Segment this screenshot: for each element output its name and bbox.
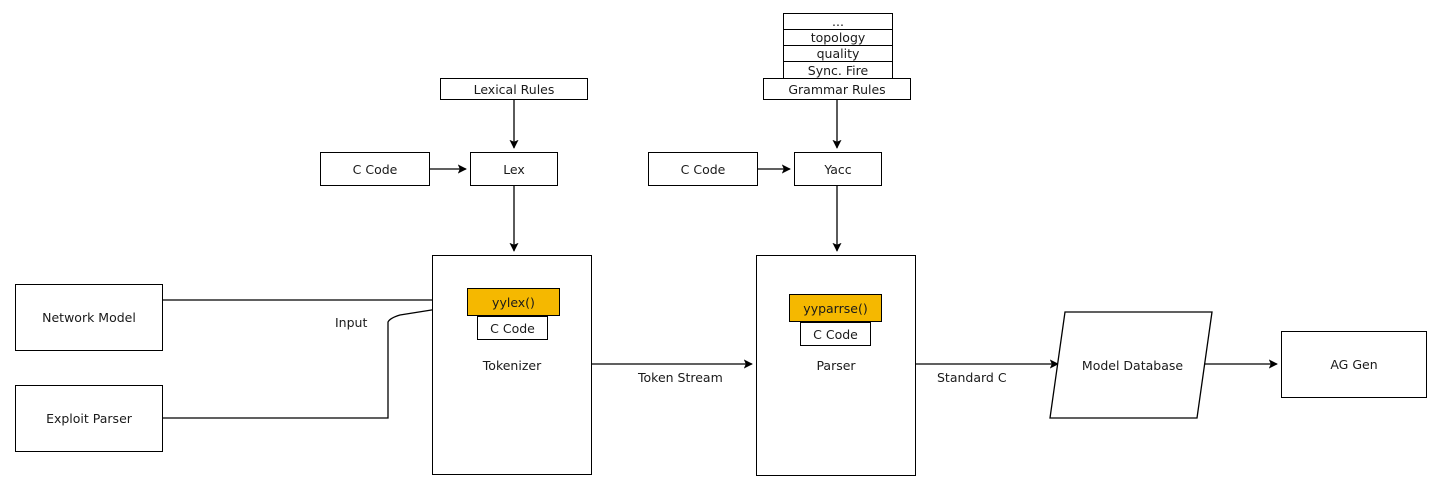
grammar-stack-row-1: topology [783, 29, 893, 46]
grammar-stack-row-0: ... [783, 13, 893, 30]
node-lexical-rules[interactable]: Lexical Rules [440, 78, 588, 100]
node-label: C Code [813, 326, 858, 342]
grammar-stack-row-3: Sync. Fire [783, 61, 893, 79]
node-label: Exploit Parser [46, 411, 132, 426]
edge-label-token-stream: Token Stream [638, 370, 723, 385]
container-parser-label: Parser [816, 358, 856, 373]
node-label: AG Gen [1330, 357, 1378, 372]
node-tokenizer-c-code[interactable]: C Code [477, 316, 548, 340]
node-label: yylex() [492, 294, 535, 310]
node-label: C Code [680, 161, 726, 177]
node-c-code-lex[interactable]: C Code [320, 152, 430, 186]
node-label: Yacc [824, 161, 852, 177]
node-label: Network Model [42, 310, 136, 325]
node-label: yyparrse() [803, 300, 868, 316]
edge-exploit-parser-to-yylex [163, 301, 464, 419]
node-label: Lex [503, 161, 525, 177]
node-label: C Code [490, 320, 535, 336]
edge-label-standard-c: Standard C [937, 370, 1007, 385]
grammar-stack-row-2: quality [783, 45, 893, 62]
node-yylex[interactable]: yylex() [467, 288, 560, 316]
node-lex[interactable]: Lex [470, 152, 558, 186]
node-label: Grammar Rules [788, 81, 886, 97]
container-tokenizer-label: Tokenizer [482, 358, 542, 373]
node-grammar-rules[interactable]: Grammar Rules [763, 78, 911, 100]
node-parser-c-code[interactable]: C Code [800, 322, 871, 346]
node-exploit-parser[interactable]: Exploit Parser [15, 385, 163, 452]
container-parser[interactable] [756, 255, 916, 476]
grammar-stack-label: topology [810, 30, 866, 45]
grammar-stack-label: ... [832, 14, 844, 29]
node-model-database-label: Model Database [1081, 358, 1184, 373]
node-c-code-yacc[interactable]: C Code [648, 152, 758, 186]
grammar-stack-label: Sync. Fire [807, 62, 869, 78]
node-ag-gen[interactable]: AG Gen [1281, 331, 1427, 398]
grammar-stack-label: quality [816, 46, 860, 61]
node-label: Lexical Rules [473, 81, 555, 97]
node-label: C Code [352, 161, 398, 177]
node-yyparrse[interactable]: yyparrse() [789, 294, 882, 322]
node-network-model[interactable]: Network Model [15, 284, 163, 351]
edge-label-input: Input [335, 315, 368, 330]
node-yacc[interactable]: Yacc [794, 152, 882, 186]
